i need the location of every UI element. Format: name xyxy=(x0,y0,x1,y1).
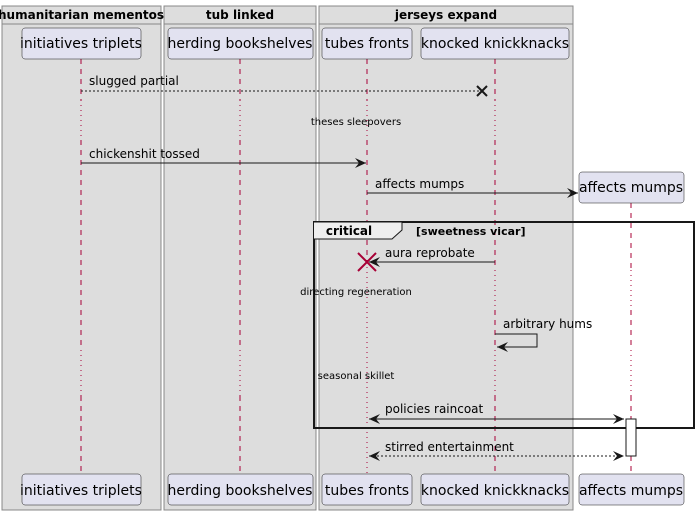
participant-label: initiatives triplets xyxy=(20,483,142,499)
participant-label: knocked knickknacks xyxy=(421,36,569,52)
participant-label: tubes fronts xyxy=(325,483,409,499)
message-label: stirred entertainment xyxy=(385,440,514,454)
message-aura-reprobate: aura reprobate xyxy=(357,246,495,272)
participant-knocked-knickknacks-top[interactable]: knocked knickknacks xyxy=(420,27,570,60)
participant-herding-bookshelves-bottom[interactable]: herding bookshelves xyxy=(168,473,314,506)
participant-initiatives-triplets-bottom[interactable]: initiatives triplets xyxy=(20,473,142,506)
delay-label: theses sleepovers xyxy=(311,117,401,128)
group-jerseys-expand: jerseys expand xyxy=(318,5,574,511)
group-title: tub linked xyxy=(206,8,274,22)
lost-message-x-icon xyxy=(476,85,488,97)
destroy-x-icon xyxy=(357,252,377,272)
delay-label: directing regeneration xyxy=(300,287,412,298)
message-label: policies raincoat xyxy=(385,402,484,416)
message-slugged-partial: slugged partial xyxy=(81,74,488,97)
participant-label: tubes fronts xyxy=(325,36,409,52)
participant-label: herding bookshelves xyxy=(168,483,313,499)
message-chickenshit-tossed: chickenshit tossed xyxy=(81,147,366,168)
activation-bar xyxy=(625,418,637,457)
message-label: aura reprobate xyxy=(385,246,475,260)
message-arbitrary-hums: arbitrary hums xyxy=(495,317,592,352)
participant-label: herding bookshelves xyxy=(168,36,313,52)
message-label: arbitrary hums xyxy=(503,317,592,331)
participant-tubes-fronts-top[interactable]: tubes fronts xyxy=(321,27,413,60)
message-policies-raincoat: policies raincoat xyxy=(369,402,624,424)
fragment-critical: critical [sweetness vicar] xyxy=(313,221,695,429)
participant-initiatives-triplets-top[interactable]: initiatives triplets xyxy=(20,27,142,60)
group-title: jerseys expand xyxy=(394,8,497,22)
participant-knocked-knickknacks-bottom[interactable]: knocked knickknacks xyxy=(420,473,570,506)
participant-label: affects mumps xyxy=(579,483,683,499)
participant-herding-bookshelves-top[interactable]: herding bookshelves xyxy=(168,27,314,60)
message-label: affects mumps xyxy=(375,177,464,191)
participant-affects-mumps-created[interactable]: affects mumps xyxy=(578,171,685,204)
fragment-condition: [sweetness vicar] xyxy=(416,225,525,238)
fragment-keyword: critical xyxy=(326,224,372,238)
participant-label: initiatives triplets xyxy=(20,36,142,52)
participant-tubes-fronts-bottom[interactable]: tubes fronts xyxy=(321,473,413,506)
message-stirred-entertainment: stirred entertainment xyxy=(369,440,624,461)
message-label: chickenshit tossed xyxy=(89,147,200,161)
message-affects-mumps-create: affects mumps xyxy=(367,177,578,198)
participant-affects-mumps-bottom[interactable]: affects mumps xyxy=(578,473,685,506)
lifelines xyxy=(80,59,632,474)
message-label: slugged partial xyxy=(89,74,179,88)
participant-label: knocked knickknacks xyxy=(421,483,569,499)
participant-label: affects mumps xyxy=(579,180,683,196)
delay-label: seasonal skillet xyxy=(318,371,395,382)
group-title: humanitarian mementos xyxy=(0,8,164,22)
